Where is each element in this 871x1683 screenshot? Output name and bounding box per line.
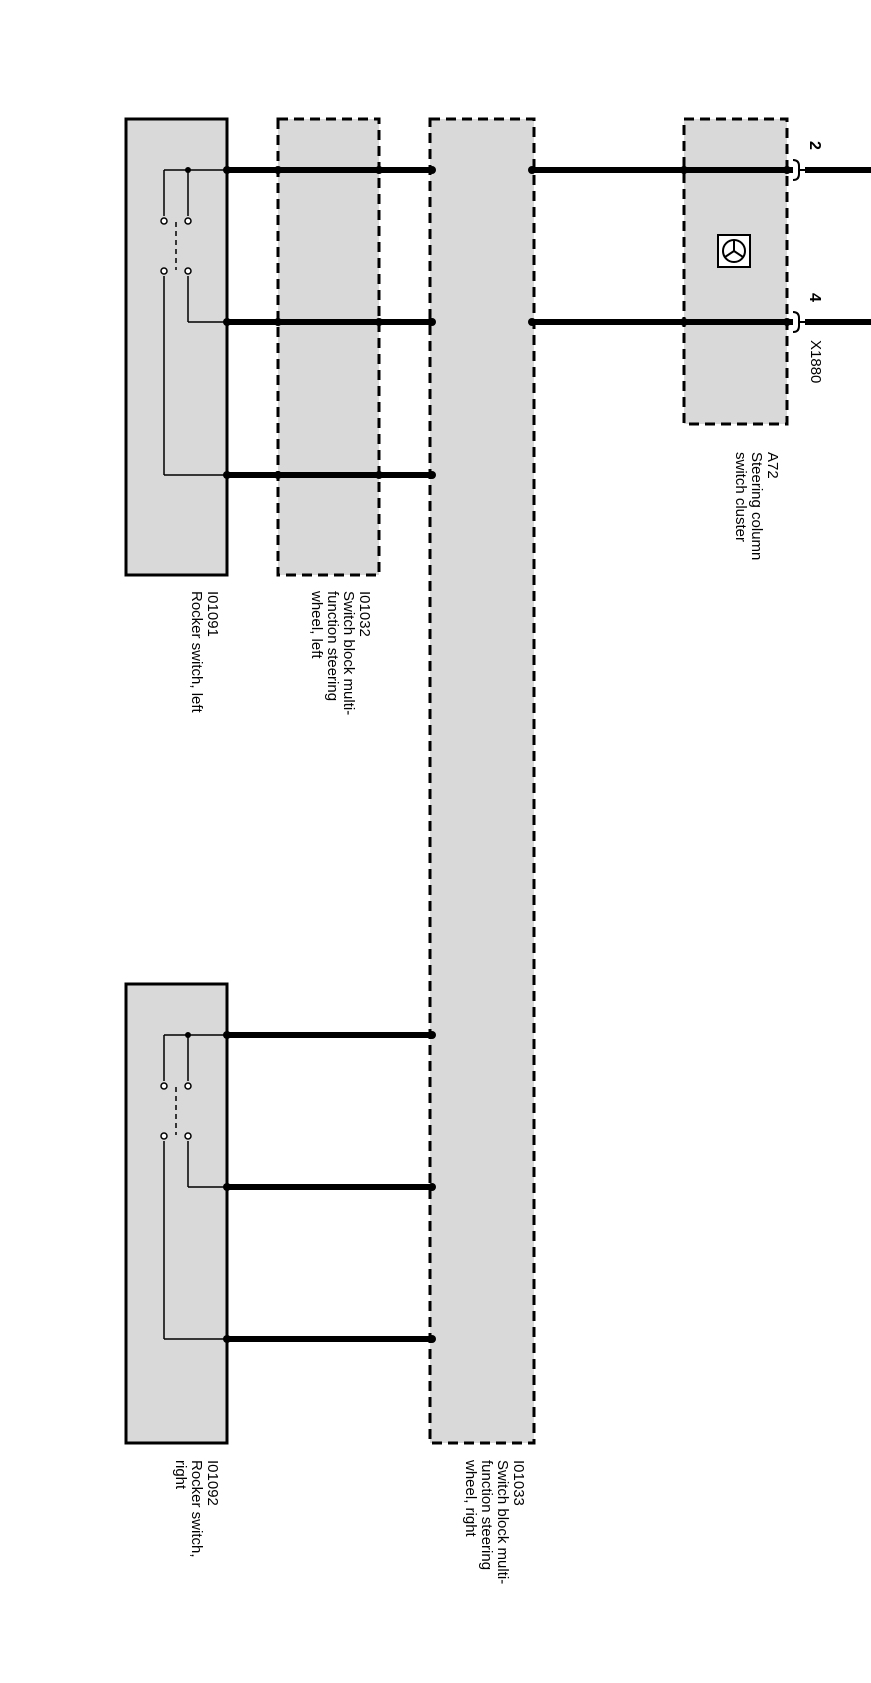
cluster-label: A72 Steering column switch cluster <box>732 452 781 561</box>
rocker-right-name-line-1: Rocker switch, <box>188 1460 205 1558</box>
steering-wheel-icon <box>717 234 751 268</box>
pin-label-4: 4 <box>806 293 823 302</box>
block-left-name-line-3: wheel, left <box>308 591 325 659</box>
block-right-id: I01033 <box>510 1460 527 1506</box>
wires-thin-upper <box>278 169 787 476</box>
rocker-switch-right-box <box>124 982 229 1445</box>
rocker-right-id: I01092 <box>204 1460 221 1506</box>
block-left-id: I01032 <box>356 591 373 637</box>
junction-dots-lower <box>223 1031 436 1343</box>
block-left-name-line-1: Switch block multi- <box>340 591 357 716</box>
block-right-name-line-2: function steering <box>478 1460 495 1571</box>
rocker-left-node <box>185 167 191 173</box>
rocker-right-node <box>185 1032 191 1038</box>
connector-label-x1880: X1880 <box>807 340 824 384</box>
junction-dots-upper <box>223 166 791 479</box>
switch-block-right-box <box>428 117 536 1445</box>
pin-label-2: 2 <box>806 141 823 150</box>
connector-x1880-symbol <box>792 159 805 333</box>
rocker-right-name-line-2: right <box>172 1460 189 1490</box>
rocker-switch-right-contacts <box>160 1034 227 1340</box>
rocker-right-label: I01092 Rocker switch, right <box>172 1460 221 1558</box>
steering-column-switch-cluster-box <box>682 117 789 426</box>
rocker-left-label: I01091 Rocker switch, left <box>188 591 221 713</box>
switch-block-left-box <box>276 117 381 577</box>
block-right-label: I01033 Switch block multi- function stee… <box>462 1460 527 1585</box>
cluster-name-line-2: switch cluster <box>732 452 749 543</box>
cluster-id: A72 <box>764 452 781 479</box>
cluster-name-line-1: Steering column <box>748 452 765 561</box>
rocker-switch-left-box <box>124 117 229 577</box>
wires-lower <box>227 1032 432 1342</box>
block-left-name-line-2: function steering <box>324 591 341 702</box>
rocker-switch-left-contacts <box>160 169 227 476</box>
rocker-left-id: I01091 <box>204 591 221 637</box>
block-right-name-line-3: wheel, right <box>462 1460 479 1537</box>
rocker-left-name: Rocker switch, left <box>188 591 205 713</box>
block-left-label: I01032 Switch block multi- function stee… <box>308 591 373 716</box>
block-right-name-line-1: Switch block multi- <box>494 1460 511 1585</box>
